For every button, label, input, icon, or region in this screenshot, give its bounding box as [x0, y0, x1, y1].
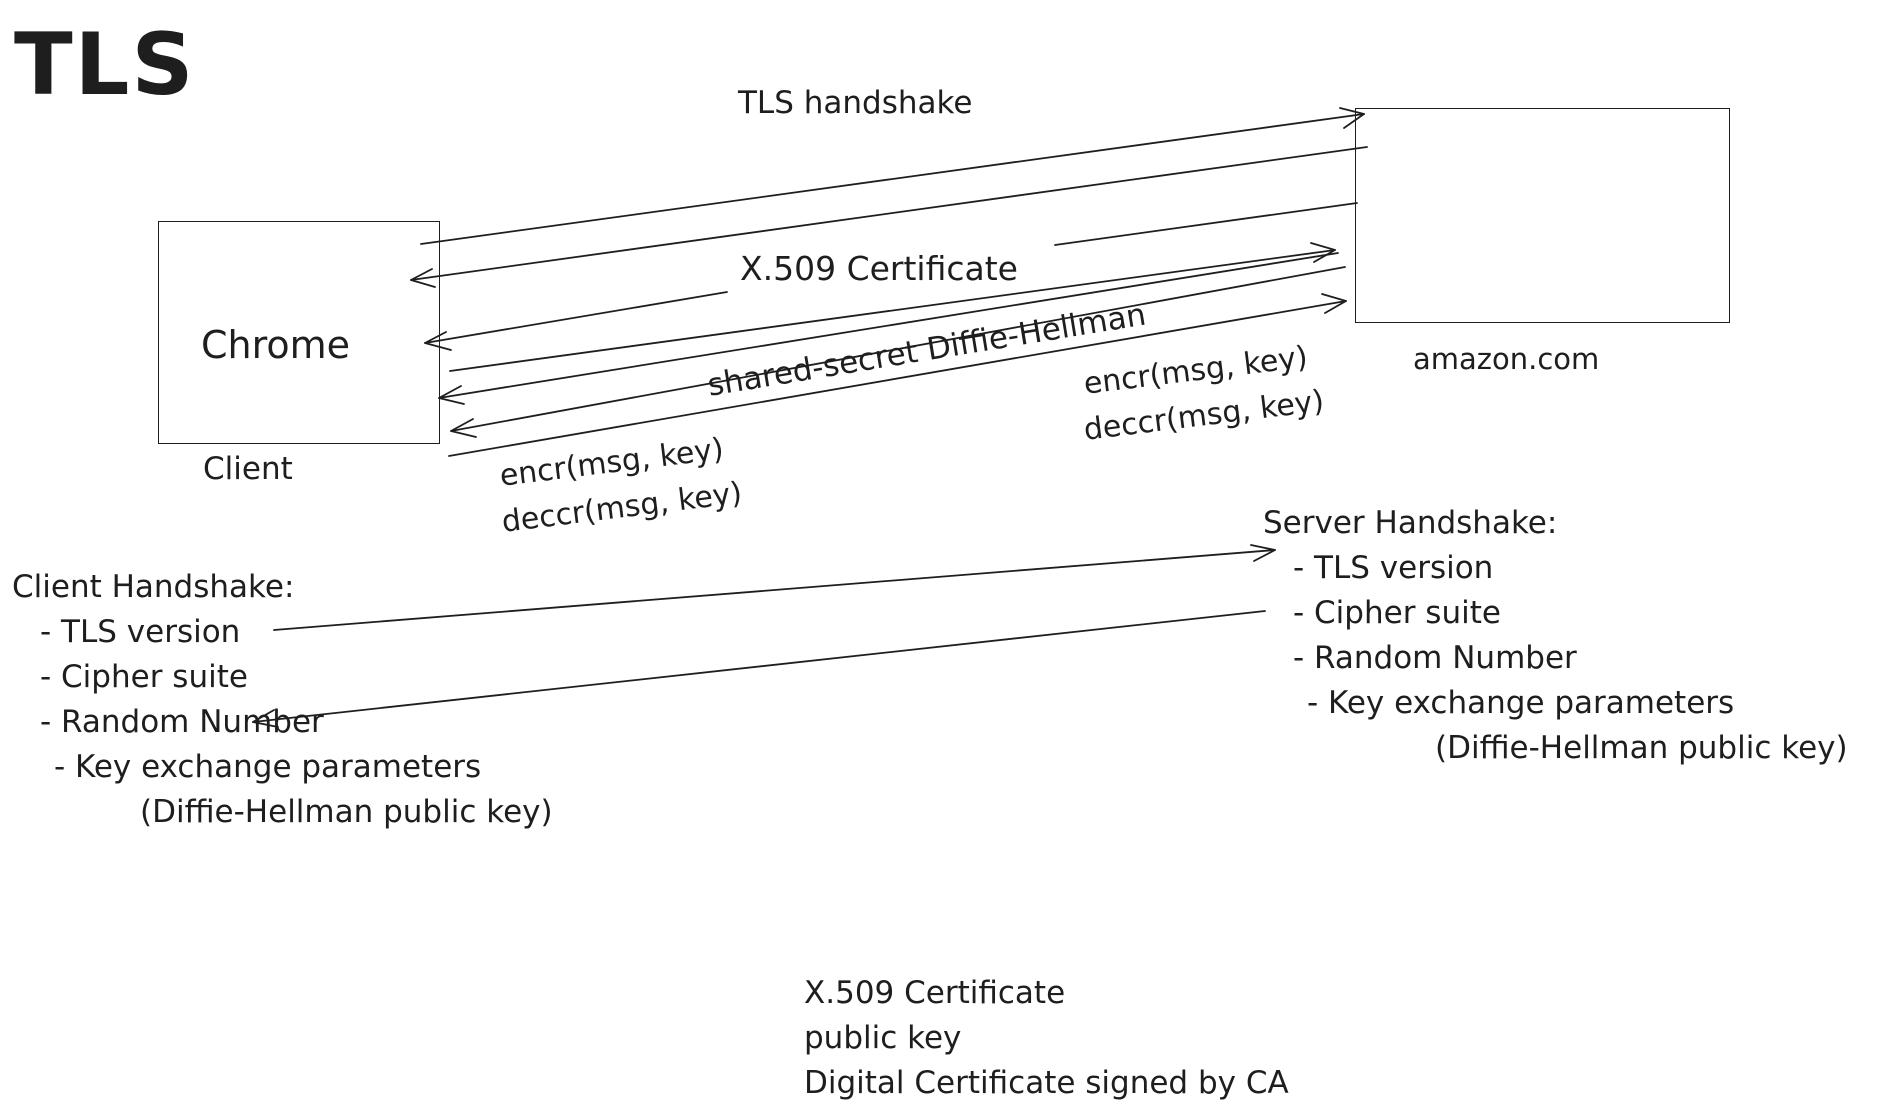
key-exchange-client-arrow	[449, 242, 1336, 372]
diagram-title: TLS	[14, 15, 196, 115]
client-node: Chrome	[158, 221, 440, 444]
encrypted-data-arrow	[448, 293, 1347, 457]
certificate-notes: X.509 Certificate public key Digital Cer…	[804, 971, 1289, 1106]
shared-secret-arrow	[450, 266, 1346, 438]
server-node	[1355, 108, 1730, 323]
certificate-note: public key	[804, 1020, 962, 1056]
server-handshake-item: - Random Number	[1293, 640, 1577, 676]
certificate-note: Digital Certificate signed by CA	[804, 1065, 1289, 1101]
client-to-server-handshake-arrow	[273, 544, 1276, 631]
server-handshake-heading: Server Handshake:	[1263, 505, 1558, 541]
client-hello-arrow	[420, 107, 1365, 245]
client-handshake-block: Client Handshake: - TLS version - Cipher…	[12, 565, 553, 835]
server-caption: amazon.com	[1413, 342, 1600, 376]
server-handshake-item: - Key exchange parameters	[1307, 685, 1735, 721]
handshake-label: TLS handshake	[738, 85, 973, 121]
client-caption: Client	[203, 451, 293, 487]
client-handshake-item: - Random Number	[40, 704, 324, 740]
server-handshake-item: (Diffie-Hellman public key)	[1435, 730, 1848, 766]
server-handshake-item: - Cipher suite	[1293, 595, 1501, 631]
client-handshake-item: - Key exchange parameters	[54, 749, 482, 785]
server-to-client-handshake-arrow	[252, 610, 1266, 728]
client-handshake-item: (Diffie-Hellman public key)	[140, 794, 553, 830]
certificate-note: X.509 Certificate	[804, 975, 1066, 1011]
certificate-arrow-label: X.509 Certificate	[738, 249, 1020, 288]
server-hello-arrow	[410, 146, 1368, 288]
server-handshake-item: - TLS version	[1293, 550, 1494, 586]
client-handshake-item: - Cipher suite	[40, 659, 248, 695]
client-handshake-item: - TLS version	[40, 614, 241, 650]
server-handshake-block: Server Handshake: - TLS version - Cipher…	[1263, 501, 1848, 771]
client-node-label: Chrome	[201, 323, 351, 367]
client-handshake-heading: Client Handshake:	[12, 569, 295, 605]
